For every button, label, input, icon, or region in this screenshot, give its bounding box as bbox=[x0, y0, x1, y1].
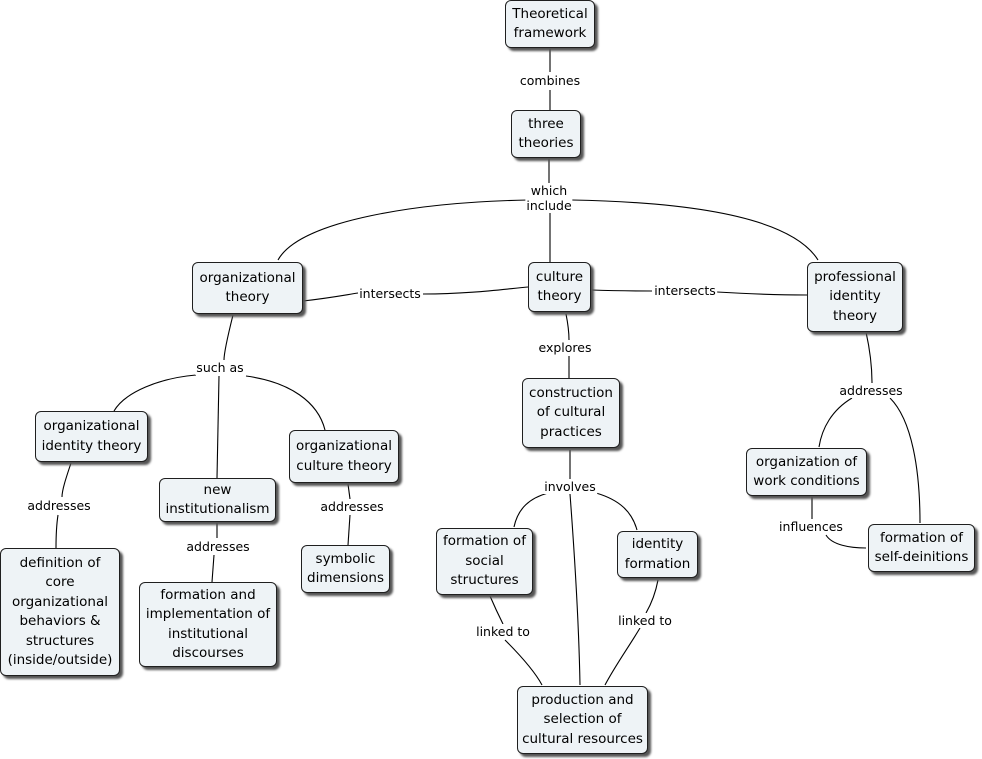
node-new-institutionalism[interactable]: new institutionalism bbox=[159, 478, 276, 522]
connector-such-as-org-culture bbox=[245, 375, 326, 431]
link-label-addresses-professional: addresses bbox=[838, 383, 904, 398]
link-label-explores: explores bbox=[537, 340, 593, 355]
connector-addresses-work-conditions bbox=[818, 397, 853, 448]
link-label-addresses-identity: addresses bbox=[26, 498, 92, 513]
connector-such-as-org-identity bbox=[113, 374, 197, 412]
link-label-linked-to-right: linked to bbox=[617, 613, 673, 628]
connector-identity-linked bbox=[645, 579, 659, 614]
link-label-addresses-culture: addresses bbox=[319, 499, 385, 514]
node-production-selection-resources[interactable]: production and selection of cultural res… bbox=[517, 686, 648, 754]
connector-org-theory-such-as bbox=[223, 314, 234, 361]
connector-intersects-culture-theory bbox=[422, 286, 529, 295]
connector-professional-addresses bbox=[865, 331, 873, 384]
connector-culture-theory-explores bbox=[565, 313, 570, 341]
node-formation-self-definitions[interactable]: formation of self-deinitions bbox=[868, 524, 975, 572]
link-label-which-include: which include bbox=[525, 183, 573, 213]
node-professional-identity-theory[interactable]: professional identity theory bbox=[807, 262, 903, 332]
connector-linked-production-left bbox=[504, 639, 543, 686]
node-culture-theory[interactable]: culture theory bbox=[528, 262, 591, 312]
link-label-intersects-left: intersects bbox=[358, 286, 422, 301]
connector-addresses-formation-discourses bbox=[211, 554, 215, 583]
connector-social-structures-linked bbox=[489, 595, 504, 625]
connector-which-include-org-theory bbox=[277, 199, 529, 261]
node-organizational-identity-theory[interactable]: organizational identity theory bbox=[35, 411, 148, 462]
connector-intersects-professional bbox=[716, 291, 808, 296]
node-construction-cultural-practices[interactable]: construction of cultural practices bbox=[522, 378, 620, 448]
connector-such-as-new-institutionalism bbox=[216, 375, 220, 479]
connector-involves-production bbox=[569, 493, 581, 686]
node-three-theories[interactable]: three theories bbox=[511, 110, 581, 158]
connector-which-include-professional bbox=[571, 199, 819, 261]
link-label-addresses-institutionalism: addresses bbox=[185, 539, 251, 554]
node-organizational-culture-theory[interactable]: organizational culture theory bbox=[289, 430, 399, 483]
connector-involves-social-structures bbox=[513, 492, 549, 528]
connector-addresses-definition bbox=[55, 514, 59, 549]
link-label-involves: involves bbox=[543, 479, 597, 494]
node-identity-formation[interactable]: identity formation bbox=[617, 531, 698, 578]
link-label-linked-to-left: linked to bbox=[475, 624, 531, 639]
node-symbolic-dimensions[interactable]: symbolic dimensions bbox=[301, 545, 390, 593]
node-formation-social-structures[interactable]: formation of social structures bbox=[436, 528, 533, 595]
connector-org-culture-addresses bbox=[347, 483, 351, 500]
node-organizational-theory[interactable]: organizational theory bbox=[192, 262, 303, 314]
connector-org-identity-addresses bbox=[61, 462, 72, 498]
connector-linked-production-right bbox=[604, 627, 641, 686]
link-label-such-as: such as bbox=[195, 360, 245, 375]
connector-influences-self-definitions bbox=[825, 534, 867, 549]
connector-org-theory-intersects bbox=[302, 292, 359, 302]
link-label-combines: combines bbox=[518, 73, 582, 88]
node-organization-work-conditions[interactable]: organization of work conditions bbox=[746, 448, 867, 496]
connector-addresses-self-definitions bbox=[889, 397, 921, 524]
node-definition-core-behaviors[interactable]: definition of core organizational behavi… bbox=[0, 548, 120, 676]
node-formation-institutional-discourses[interactable]: formation and implementation of institut… bbox=[139, 582, 277, 667]
connector-involves-identity bbox=[595, 492, 638, 531]
node-theoretical-framework[interactable]: Theoretical framework bbox=[505, 0, 595, 48]
connector-addresses-symbolic bbox=[347, 514, 351, 546]
link-label-intersects-right: intersects bbox=[653, 283, 717, 298]
connector-culture-theory-intersects bbox=[591, 289, 653, 292]
link-label-influences: influences bbox=[778, 519, 844, 534]
